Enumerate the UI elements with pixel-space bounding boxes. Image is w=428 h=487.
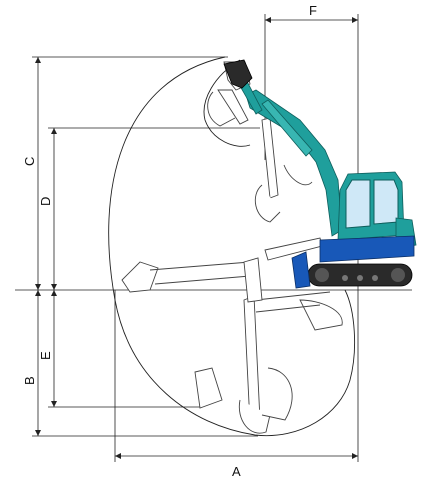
excavator	[223, 59, 417, 289]
cab-side-window	[373, 179, 399, 225]
dozer-blade	[291, 251, 311, 289]
dimension-c: C	[22, 56, 228, 290]
dimension-b-label: B	[22, 376, 37, 385]
boom-cylinder	[261, 99, 313, 157]
dimension-d-label: D	[38, 197, 53, 206]
dimension-b: B	[22, 290, 258, 437]
dimension-a-label: A	[232, 464, 241, 479]
ghost-positions	[121, 61, 343, 434]
inner-envelope	[203, 59, 251, 147]
dimension-d: D	[38, 127, 260, 290]
sprocket-wheel	[391, 268, 405, 282]
dimension-e-label: E	[38, 351, 53, 360]
dimension-e: E	[38, 290, 200, 408]
bucket	[223, 59, 253, 89]
reach-envelope	[108, 56, 356, 437]
cab-window	[345, 179, 371, 229]
upper-frame	[319, 235, 415, 263]
dimension-c-label: C	[22, 157, 37, 166]
idler-wheel	[315, 268, 329, 282]
dimension-f-label: F	[309, 3, 317, 18]
